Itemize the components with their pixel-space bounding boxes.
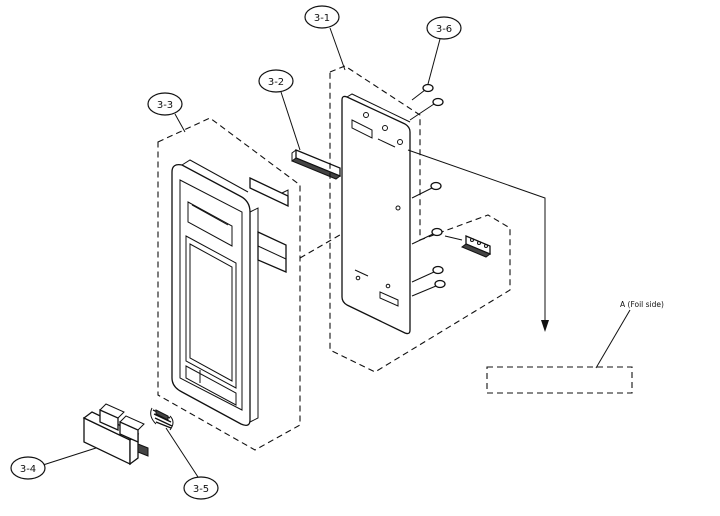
callout-3-2: 3-2 — [258, 69, 294, 93]
svg-text:3-5: 3-5 — [193, 484, 209, 495]
callout-3-1: 3-1 — [304, 5, 340, 29]
leader-3-1 — [329, 27, 346, 71]
spring-3-5 — [150, 407, 174, 431]
leader-3-4 — [42, 447, 97, 466]
callout-3-4: 3-4 — [10, 456, 46, 480]
front-panel-3-3 — [171, 159, 289, 426]
spacer-block-3-2 — [290, 149, 342, 180]
leader-3-5 — [165, 427, 199, 478]
release-button-3-4 — [82, 403, 149, 466]
foil-side-label: A (Foil side) — [620, 300, 664, 309]
circuit-board-3-1 — [341, 93, 411, 335]
foil-side-box — [486, 366, 633, 394]
leader-3-2 — [280, 91, 301, 151]
svg-text:3-2: 3-2 — [268, 77, 284, 88]
svg-text:3-6: 3-6 — [436, 24, 452, 35]
leader-3-6 — [427, 38, 441, 85]
callout-3-6: 3-6 — [426, 16, 462, 40]
callout-3-3: 3-3 — [147, 92, 183, 116]
svg-text:3-4: 3-4 — [20, 464, 36, 475]
screws-3-6 — [409, 83, 446, 297]
svg-text:3-1: 3-1 — [314, 13, 330, 24]
alignment-line — [299, 231, 346, 259]
svg-text:3-3: 3-3 — [157, 100, 173, 111]
connector-part — [444, 235, 491, 258]
foil-side-arrow — [407, 149, 549, 332]
callout-3-5: 3-5 — [183, 476, 219, 500]
leader-3-3 — [174, 113, 186, 133]
leader-foil-side — [595, 309, 631, 369]
group-outline-3-1 — [329, 65, 511, 373]
group-outline-3-3 — [157, 117, 301, 451]
